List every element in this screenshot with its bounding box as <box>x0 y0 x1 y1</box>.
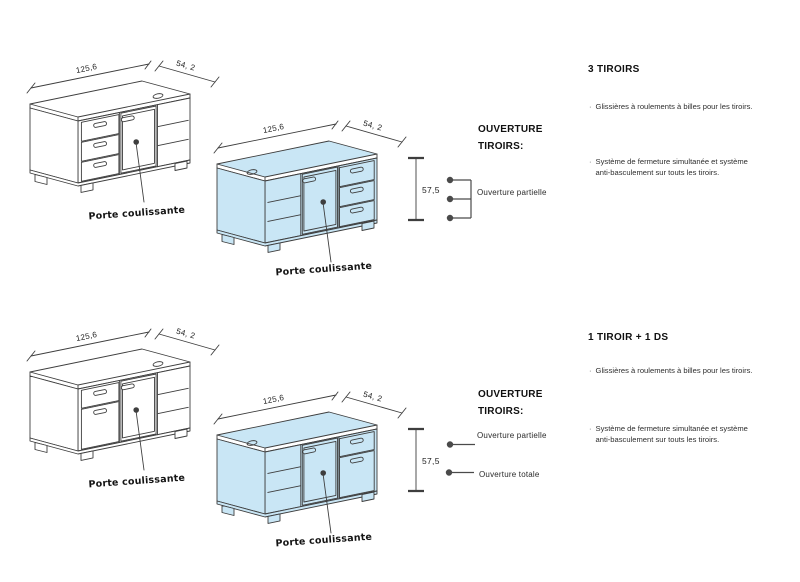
cabinet-figure-top-left: 125,6 54, 2 Porte coulissante <box>25 59 260 240</box>
bullet-marker: · <box>589 424 592 433</box>
spec-bullet-item: · Système de fermeture simultanée et sys… <box>589 156 771 179</box>
cabinet-figure-bottom-left: 125,6 54, 2 Porte coulissante <box>25 327 260 508</box>
height-dimension-label: 57,5 <box>422 185 440 195</box>
height-dimension-label: 57,5 <box>422 456 440 466</box>
bullet-marker: · <box>589 102 592 111</box>
width-dimension-label: 125,6 <box>262 122 285 135</box>
cabinet-drawing-3-drawers-white: 125,6 54, 2 Porte coulissante <box>26 59 220 223</box>
partial-opening-label-bottom: Ouverture partielle <box>477 431 547 440</box>
drawer-opening-heading-bottom: OUVERTURE TIROIRS: <box>478 387 543 420</box>
partial-opening-label-top: Ouverture partielle <box>477 188 547 197</box>
heading-line-1: OUVERTURE <box>478 389 543 400</box>
depth-dimension-label: 54, 2 <box>362 391 383 404</box>
total-opening-label: Ouverture totale <box>479 470 540 479</box>
spec-item-text: Système de fermeture simultanée et systè… <box>595 424 748 445</box>
spec-bullet-item: · Glissières à roulements à billes pour … <box>589 365 771 376</box>
width-dimension-label: 125,6 <box>75 330 98 343</box>
cabinet-drawing-drawer-plus-file-blue: 125,6 54, 2 57,5 Porte coulissante <box>213 390 440 550</box>
bullet-marker: · <box>589 157 592 166</box>
heading-line-1: OUVERTURE <box>478 124 543 135</box>
depth-dimension-label: 54, 2 <box>175 60 196 73</box>
sliding-door-label: Porte coulissante <box>88 473 185 491</box>
spec-bullet-item: · Glissières à roulements à billes pour … <box>589 101 771 112</box>
sliding-door-label: Porte coulissante <box>275 261 372 279</box>
spec-title-drawer-plus-file: 1 TIROIR + 1 DS <box>588 332 669 343</box>
sliding-door-label: Porte coulissante <box>88 205 185 223</box>
drawer-opening-heading-top: OUVERTURE TIROIRS: <box>478 122 543 155</box>
spec-title-3-drawers: 3 TIROIRS <box>588 64 640 75</box>
bullet-marker: · <box>589 366 592 375</box>
depth-dimension-label: 54, 2 <box>362 120 383 133</box>
cabinet-figure-top-middle: 125,6 54, 2 57,5 Porte coulissante <box>212 119 447 300</box>
spec-item-text: Système de fermeture simultanée et systè… <box>595 157 748 178</box>
spec-bullet-item: · Système de fermeture simultanée et sys… <box>589 423 771 446</box>
leader-line-total-opening <box>445 469 474 476</box>
width-dimension-label: 125,6 <box>75 62 98 75</box>
width-dimension-label: 125,6 <box>262 393 285 406</box>
heading-line-2: TIROIRS: <box>478 405 524 417</box>
spec-item-text: Glissières à roulements à billes pour le… <box>595 366 753 375</box>
leader-line-partial-opening <box>446 441 475 448</box>
cabinet-drawing-3-drawers-blue: 125,6 54, 2 57,5 Porte coulissante <box>213 119 440 279</box>
sliding-door-label: Porte coulissante <box>275 532 372 550</box>
cabinet-figure-bottom-middle: 125,6 54, 2 57,5 Porte coulissante <box>212 390 447 571</box>
cabinet-drawing-drawer-plus-file-white: 125,6 54, 2 Porte coulissante <box>26 327 220 491</box>
bracket-connector-3-drawers <box>446 176 472 222</box>
spec-item-text: Glissières à roulements à billes pour le… <box>595 102 753 111</box>
heading-line-2: TIROIRS: <box>478 140 524 152</box>
depth-dimension-label: 54, 2 <box>175 328 196 341</box>
